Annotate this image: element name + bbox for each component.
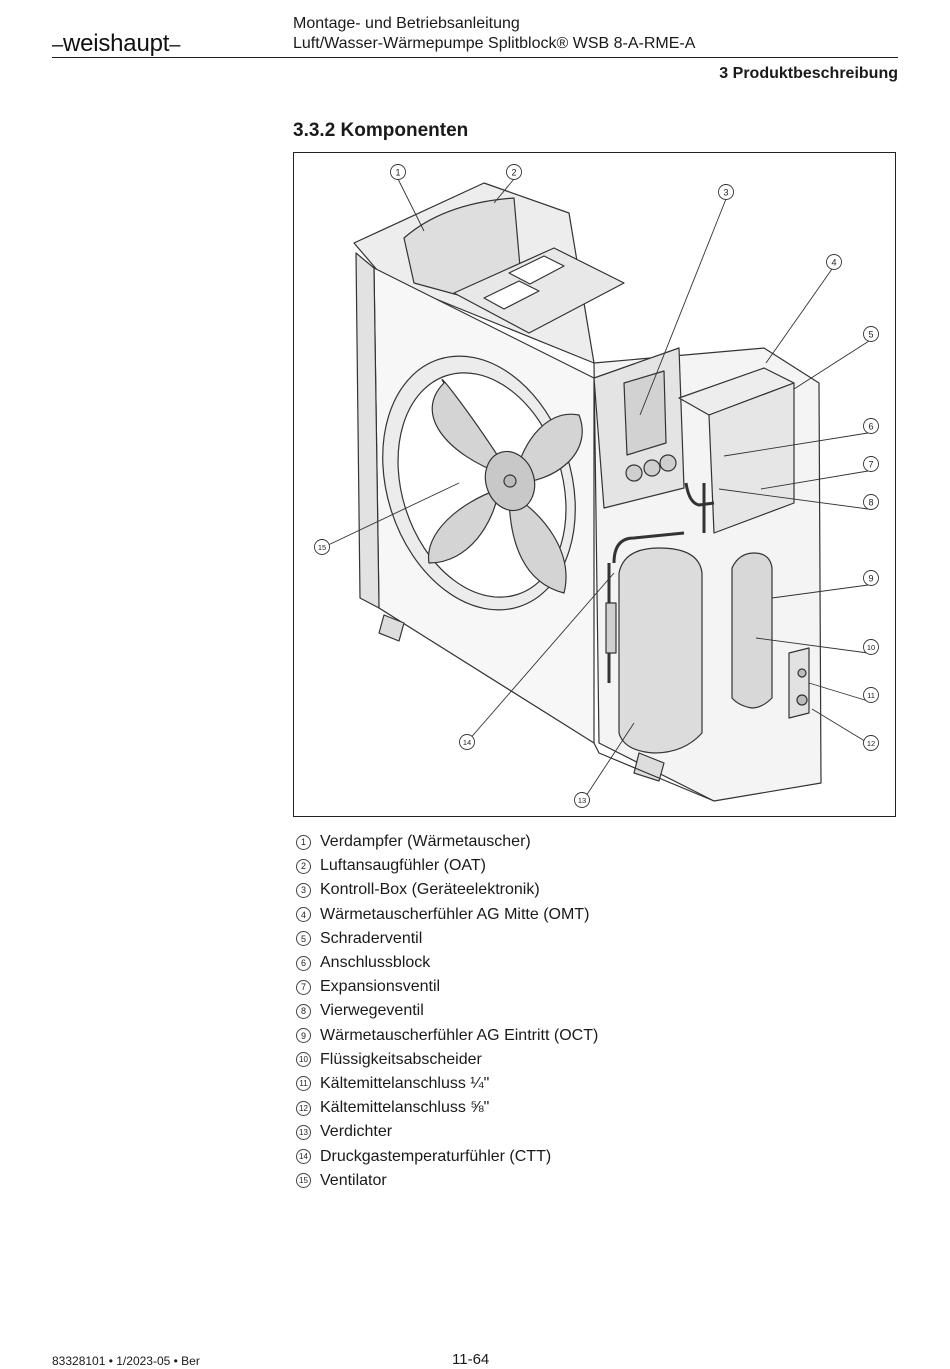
- callout-8: 8: [863, 494, 879, 510]
- legend-number: 5: [296, 931, 311, 947]
- svg-text:12: 12: [867, 739, 875, 748]
- base-foot: [633, 752, 665, 782]
- fan-blade: [431, 378, 510, 476]
- legend-item: 10 Flüssigkeitsabscheider: [296, 1048, 598, 1072]
- svg-text:10: 10: [867, 643, 875, 652]
- legend-item: 6 Anschlussblock: [296, 951, 598, 975]
- fan-blade: [513, 413, 583, 484]
- callout-11: 11: [863, 687, 879, 703]
- legend-item: 13 Verdichter: [296, 1120, 598, 1144]
- legend-number: 8: [296, 1003, 311, 1019]
- legend-label: Wärmetauscherfühler AG Eintritt (OCT): [320, 1026, 599, 1044]
- page-number: 11-64: [452, 1351, 490, 1368]
- callout-10: 10: [863, 639, 879, 655]
- legend-label: Expansionsventil: [320, 978, 441, 996]
- svg-text:13: 13: [578, 796, 586, 805]
- svg-text:4: 4: [831, 258, 836, 268]
- callout-12: 12: [863, 735, 879, 751]
- svg-text:7: 7: [868, 460, 873, 470]
- legend-item: 14 Druckgastemperaturfühler (CTT): [296, 1144, 598, 1168]
- legend-item: 3 Kontroll-Box (Geräteelektronik): [296, 878, 598, 902]
- legend-label: Flüssigkeitsabscheider: [320, 1050, 482, 1068]
- legend-number: 15: [296, 1173, 311, 1189]
- svg-text:2: 2: [511, 168, 516, 178]
- legend-label: Kontroll-Box (Geräteelektronik): [320, 881, 540, 899]
- liquid-separator: [731, 552, 773, 709]
- legend-number: 9: [296, 1028, 311, 1044]
- legend-label: Vierwegeventil: [320, 1002, 424, 1020]
- heat-pump-drawing: 1 2 3 4 5 6 7 8 9 10 11 12 13 14 15: [314, 164, 879, 808]
- component-illustration: 1 2 3 4 5 6 7 8 9 10 11 12 13 14 15: [293, 152, 896, 817]
- legend-item: 7 Expansionsventil: [296, 975, 598, 999]
- legend-item: 15 Ventilator: [296, 1169, 598, 1193]
- svg-text:5: 5: [868, 330, 873, 340]
- legend-item: 5 Schraderventil: [296, 927, 598, 951]
- leader-lines: [323, 178, 870, 800]
- legend-label: Kältemittelanschluss ¼": [320, 1074, 490, 1092]
- callout-3: 3: [718, 184, 734, 200]
- legend-item: 8 Vierwegeventil: [296, 999, 598, 1023]
- callout-2: 2: [506, 164, 522, 180]
- legend-label: Anschlussblock: [320, 954, 431, 972]
- legend-number: 12: [296, 1100, 311, 1116]
- weishaupt-logo: –weishaupt–: [52, 30, 181, 57]
- fan-blade: [508, 492, 567, 594]
- callout-13: 13: [574, 792, 590, 808]
- callouts: 1 2 3 4 5 6 7 8 9 10 11 12 13 14 15: [314, 164, 879, 808]
- callout-1: 1: [390, 164, 406, 180]
- refrigerant-connections: [788, 647, 810, 719]
- callout-9: 9: [863, 570, 879, 586]
- svg-text:8: 8: [868, 498, 873, 508]
- legend-number: 13: [296, 1124, 311, 1140]
- legend-item: 4 Wärmetauscherfühler AG Mitte (OMT): [296, 903, 598, 927]
- legend-label: Druckgastemperaturfühler (CTT): [320, 1147, 552, 1165]
- legend-item: 2 Luftansaugfühler (OAT): [296, 854, 598, 878]
- document-code: 83328101 • 1/2023-05 • Ber: [52, 1354, 200, 1368]
- document-title: Montage- und Betriebsanleitung: [293, 15, 520, 32]
- legend-number: 14: [296, 1149, 311, 1165]
- callout-7: 7: [863, 456, 879, 472]
- legend-number: 1: [296, 834, 311, 850]
- legend-item: 12 Kältemittelanschluss ⅝": [296, 1096, 598, 1120]
- callout-4: 4: [826, 254, 842, 270]
- legend-number: 6: [296, 955, 311, 971]
- legend-number: 3: [296, 882, 311, 898]
- front-panel-edge: [355, 252, 380, 609]
- compressor: [618, 547, 703, 754]
- legend-item: 11 Kältemittelanschluss ¼": [296, 1072, 598, 1096]
- header-divider: [52, 57, 898, 58]
- legend-number: 7: [296, 979, 311, 995]
- legend-label: Kältemittelanschluss ⅝": [320, 1099, 490, 1117]
- legend-label: Verdampfer (Wärmetauscher): [320, 833, 531, 851]
- section-title: 3.3.2 Komponenten: [293, 120, 469, 141]
- legend-number: 4: [296, 907, 311, 923]
- legend-number: 11: [296, 1076, 311, 1092]
- callout-14: 14: [459, 734, 475, 750]
- callout-15: 15: [314, 539, 330, 555]
- base-foot: [378, 614, 405, 642]
- svg-text:11: 11: [867, 691, 875, 700]
- legend-number: 2: [296, 858, 311, 874]
- svg-text:6: 6: [868, 422, 873, 432]
- component-legend: 1 Verdampfer (Wärmetauscher) 2 Luftansaugf…: [296, 830, 598, 1193]
- callout-6: 6: [863, 418, 879, 434]
- chapter-heading: 3 Produktbeschreibung: [719, 65, 898, 82]
- legend-label: Luftansaugfühler (OAT): [320, 857, 487, 875]
- legend-number: 10: [296, 1052, 311, 1068]
- legend-label: Verdichter: [320, 1123, 393, 1141]
- svg-text:9: 9: [868, 574, 873, 584]
- fan-blade: [428, 488, 500, 564]
- product-title: Luft/Wasser-Wärmepumpe Splitblock® WSB 8…: [293, 35, 696, 52]
- legend-label: Wärmetauscherfühler AG Mitte (OMT): [320, 905, 590, 923]
- svg-text:1: 1: [395, 168, 400, 178]
- legend-item: 1 Verdampfer (Wärmetauscher): [296, 830, 598, 854]
- legend-label: Ventilator: [320, 1171, 387, 1189]
- legend-label: Schraderventil: [320, 929, 423, 947]
- svg-text:3: 3: [723, 188, 728, 198]
- callout-5: 5: [863, 326, 879, 342]
- svg-text:14: 14: [463, 738, 471, 747]
- legend-item: 9 Wärmetauscherfühler AG Eintritt (OCT): [296, 1024, 598, 1048]
- svg-text:15: 15: [318, 543, 326, 552]
